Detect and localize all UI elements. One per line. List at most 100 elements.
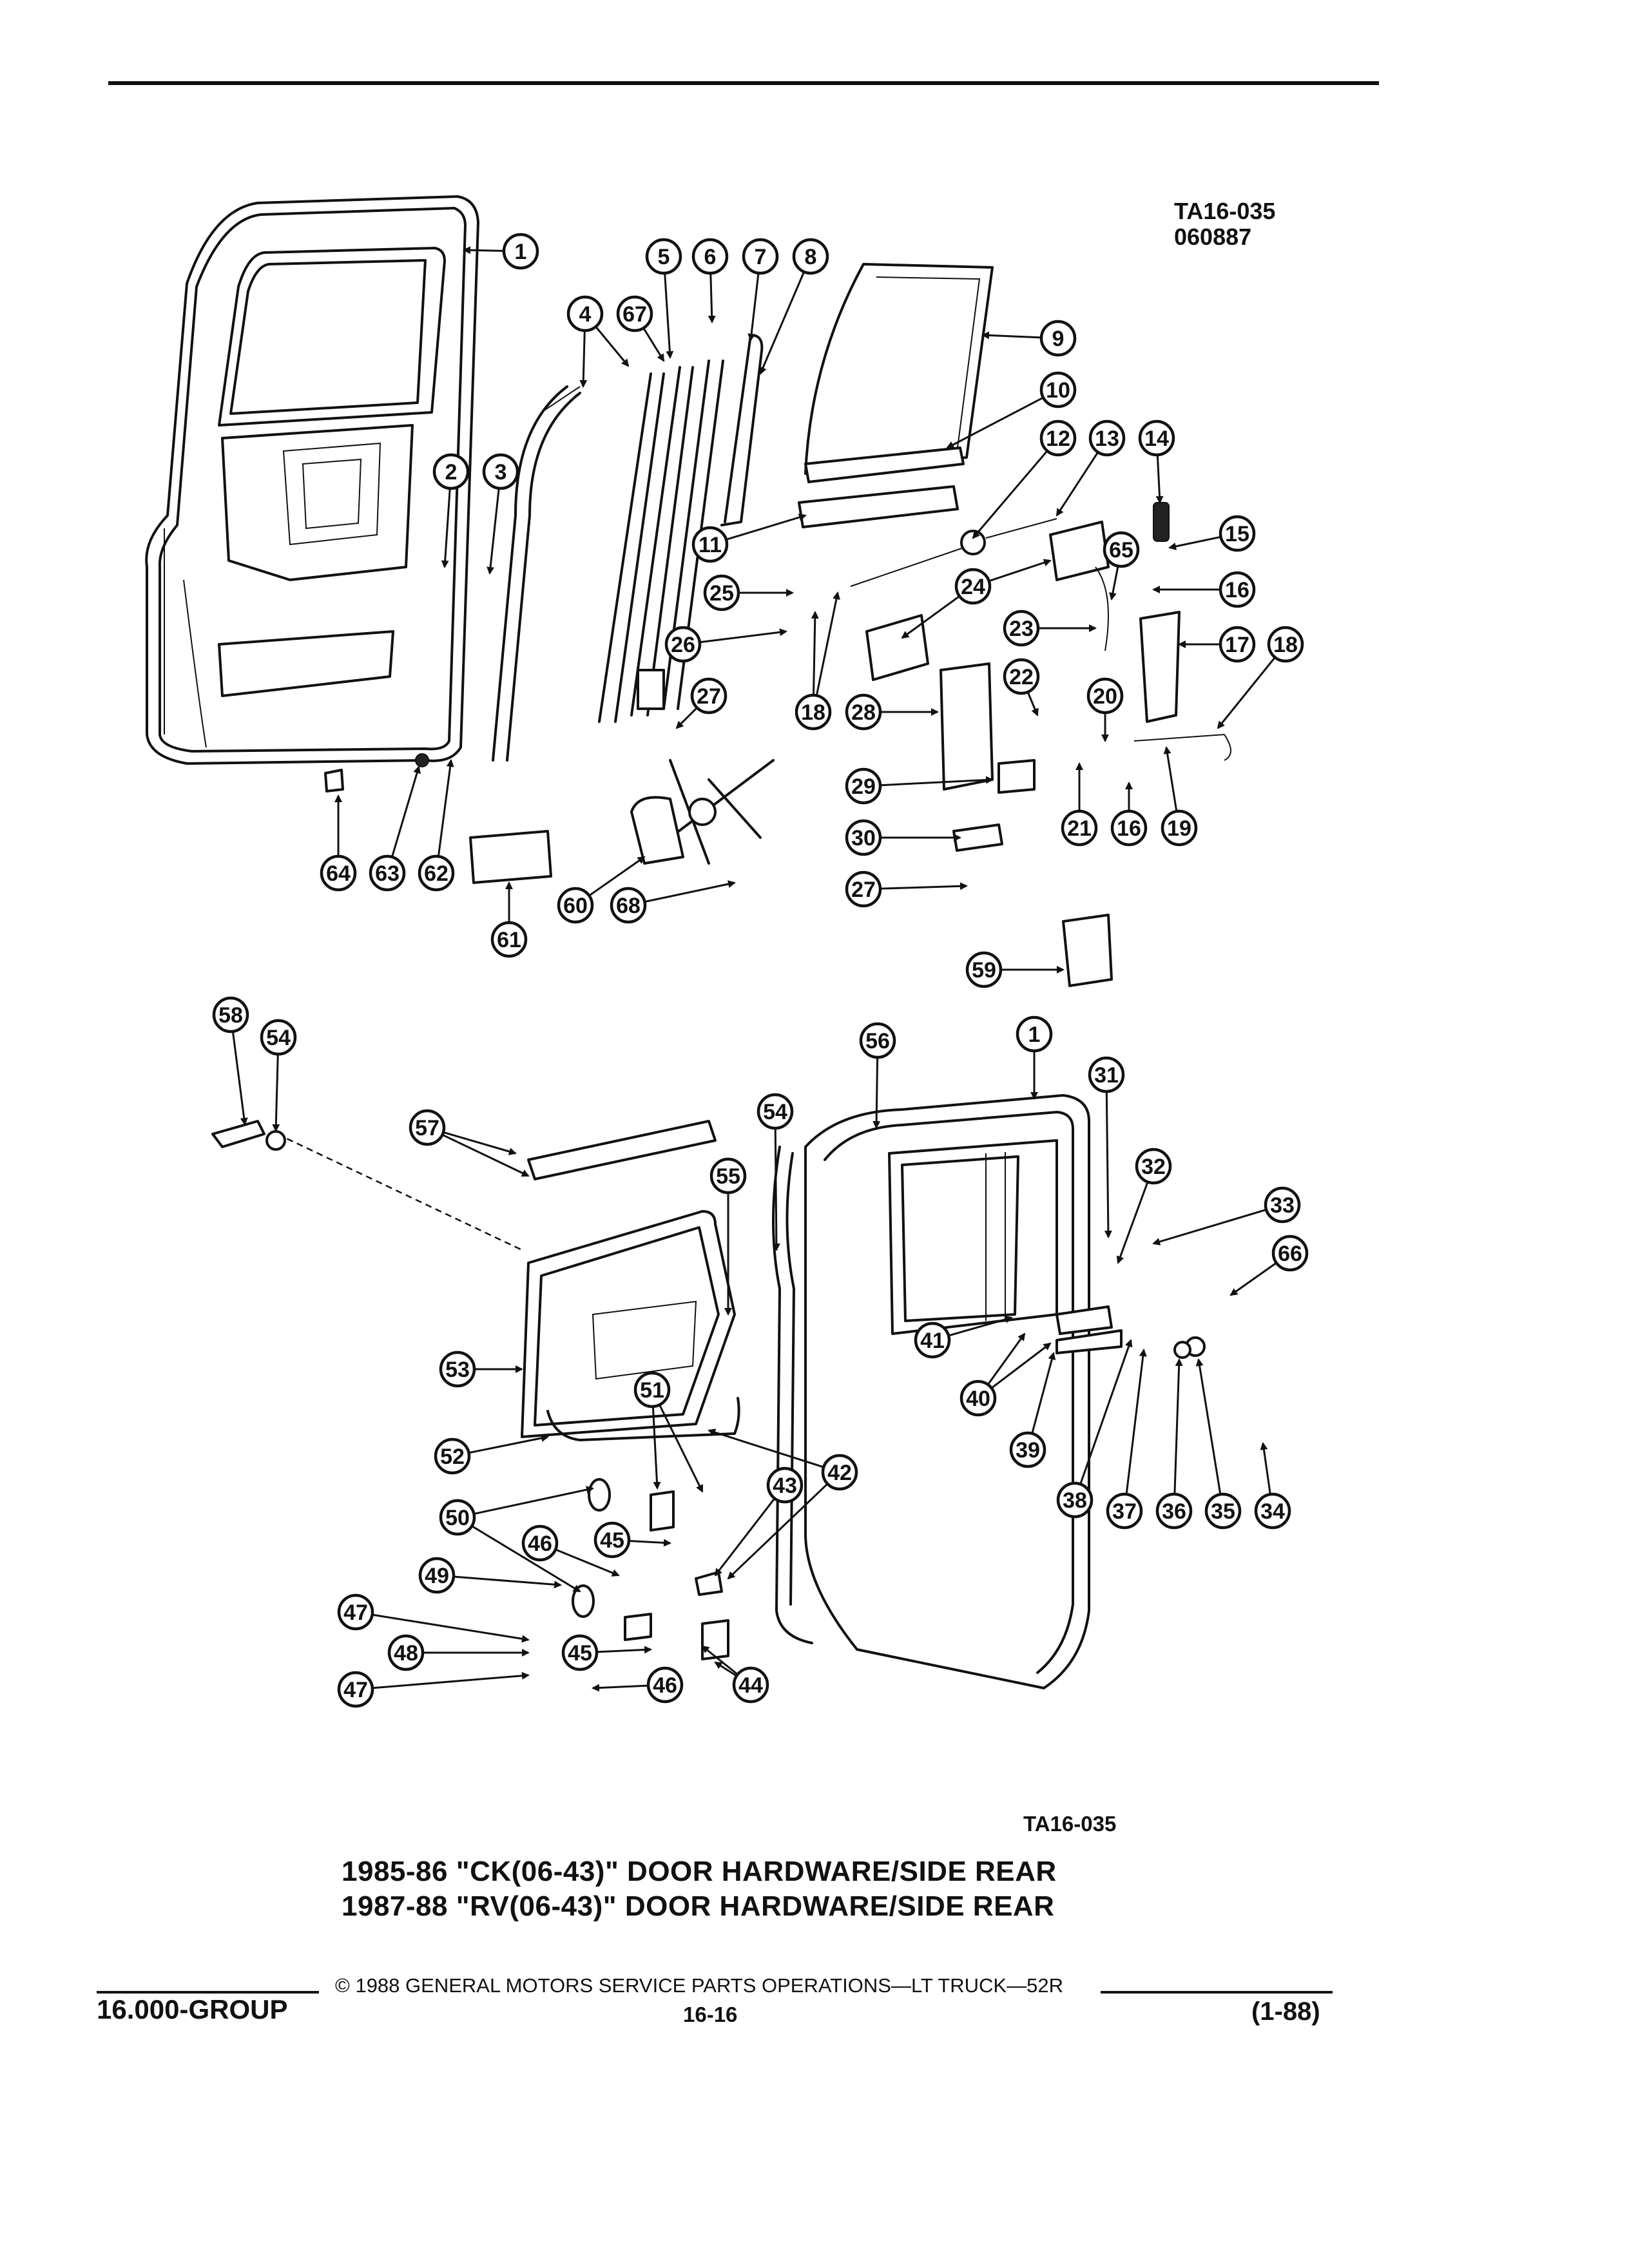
callout-leader xyxy=(675,707,698,729)
callout-leader xyxy=(1152,1209,1267,1245)
callout-number: 32 xyxy=(1141,1155,1166,1179)
callout-circle xyxy=(766,1466,804,1504)
callout-circle xyxy=(1039,419,1077,457)
callout-circle xyxy=(409,1109,446,1146)
inside-handle-rod xyxy=(1133,733,1231,761)
callout-leader xyxy=(443,1131,517,1155)
callout-number: 66 xyxy=(1278,1242,1302,1266)
callout-circle xyxy=(914,1321,951,1359)
callout-number: 48 xyxy=(394,1641,418,1666)
callout-circle xyxy=(1056,1481,1094,1519)
callout-number: 35 xyxy=(1211,1499,1235,1524)
callout-circle xyxy=(821,1454,858,1491)
callout-leader xyxy=(1125,1349,1147,1495)
callout-number: 2 xyxy=(445,460,458,485)
callout-circle xyxy=(387,1634,425,1671)
callout-number: 54 xyxy=(266,1026,291,1050)
callout-number: 27 xyxy=(851,878,876,902)
callout-circle xyxy=(1039,371,1077,408)
callout-number: 20 xyxy=(1093,684,1117,709)
callout-leader xyxy=(901,595,960,639)
callout-circle xyxy=(1016,1015,1053,1053)
callout-number: 68 xyxy=(616,894,641,918)
footer-rule-right xyxy=(1101,1991,1333,1994)
footer-rule-left xyxy=(97,1991,319,1994)
callout-leader xyxy=(474,1486,594,1515)
callout-number: 4 xyxy=(579,302,592,327)
callout-leader xyxy=(1031,1352,1056,1434)
window-channels xyxy=(492,360,724,762)
hinge-strap xyxy=(695,1571,723,1596)
callout-circle xyxy=(1219,626,1256,663)
callout-number: 42 xyxy=(827,1461,852,1485)
callout-number: 14 xyxy=(1144,427,1169,451)
callout-leader xyxy=(1168,535,1221,550)
callout-leader xyxy=(727,1483,829,1580)
callout-circle xyxy=(1088,419,1126,457)
footer-copyright: © 1988 GENERAL MOTORS SERVICE PARTS OPER… xyxy=(335,1974,1063,1997)
callout-number: 47 xyxy=(343,1600,368,1625)
window-regulator xyxy=(630,759,775,865)
callout-number: 65 xyxy=(1109,538,1133,562)
callout-number: 39 xyxy=(1016,1438,1040,1463)
outside-handle xyxy=(1055,1305,1113,1335)
callout-circle xyxy=(792,238,829,275)
callout-number: 49 xyxy=(425,1564,449,1588)
callout-leader xyxy=(659,1404,704,1493)
callout-leader xyxy=(390,765,421,858)
callout-circle xyxy=(709,1157,747,1195)
door-glass xyxy=(804,263,994,475)
callout-leader xyxy=(1116,1181,1149,1264)
callout-number: 43 xyxy=(773,1474,797,1498)
callout-leader xyxy=(1079,1339,1133,1485)
callout-number: 60 xyxy=(563,894,588,918)
callout-circle xyxy=(691,238,729,275)
callout-leader xyxy=(555,1548,620,1577)
callout-circle xyxy=(691,526,729,563)
callout-number: 1 xyxy=(1028,1023,1041,1047)
date-code: 060887 xyxy=(1174,224,1252,250)
callout-leader xyxy=(468,1434,549,1454)
callout-number: 10 xyxy=(1046,378,1070,403)
callout-circle xyxy=(845,693,882,731)
callout-number: 18 xyxy=(801,700,825,725)
callout-number: 36 xyxy=(1162,1499,1186,1524)
callout-number: 26 xyxy=(671,633,695,657)
callout-number: 16 xyxy=(1117,816,1141,841)
callout-circle xyxy=(1219,515,1256,552)
callout-circle xyxy=(1204,1492,1242,1530)
callout-circle xyxy=(1264,1186,1301,1224)
footer-edition: (1-88) xyxy=(1251,1997,1320,2026)
callout-leader xyxy=(437,759,454,857)
callout-circle xyxy=(1219,571,1256,608)
lock-actuator xyxy=(1062,914,1113,987)
callout-leader xyxy=(714,1661,737,1677)
escutcheon-upper xyxy=(588,1478,611,1512)
callout-number: 40 xyxy=(966,1387,990,1411)
figure-title-line1: 1985-86 "CK(06-43)" DOOR HARDWARE/SIDE R… xyxy=(342,1856,1057,1887)
callout-number: 8 xyxy=(805,245,817,269)
crank-alignment-line xyxy=(276,1133,523,1251)
callout-number: 62 xyxy=(424,861,448,886)
callout-circle xyxy=(616,295,653,332)
callout-leader xyxy=(441,488,451,568)
latch-rod xyxy=(1095,566,1109,651)
callout-leader xyxy=(372,1671,530,1689)
callout-number: 33 xyxy=(1270,1193,1295,1218)
callout-leader xyxy=(592,1684,649,1692)
callout-circle xyxy=(845,819,882,856)
callout-leader xyxy=(811,611,819,696)
callout-number: 16 xyxy=(1225,578,1249,602)
callout-leader xyxy=(471,1525,581,1593)
callout-number: 29 xyxy=(851,774,876,799)
callout-circle xyxy=(566,295,604,332)
callout-circle xyxy=(561,1634,599,1671)
callout-leader xyxy=(595,326,630,367)
callout-number: 45 xyxy=(568,1641,592,1666)
callout-number: 52 xyxy=(440,1445,465,1469)
callout-number: 22 xyxy=(1009,665,1034,689)
callout-number: 67 xyxy=(622,302,647,327)
callout-leader xyxy=(701,1645,738,1675)
callout-circle xyxy=(1103,531,1140,568)
